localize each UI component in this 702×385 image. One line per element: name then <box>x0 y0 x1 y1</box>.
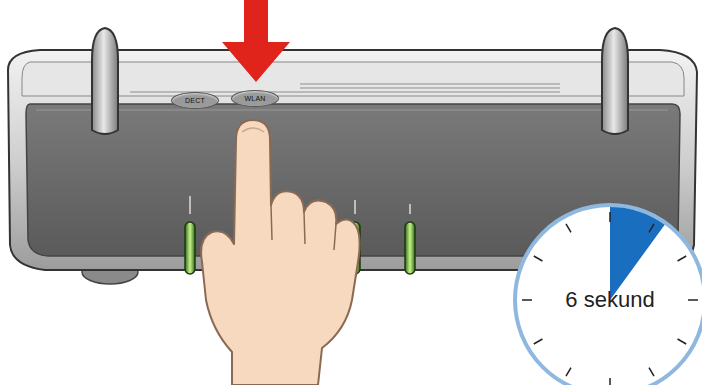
clock-tick <box>566 368 571 377</box>
clock-tick <box>609 212 611 222</box>
button-label: WLAN <box>244 95 265 102</box>
clock-tick <box>649 368 654 377</box>
clock-tick <box>522 299 532 301</box>
dect-button: DECT <box>171 92 219 109</box>
clock-tick <box>688 299 698 301</box>
clock-tick <box>534 339 543 344</box>
wlan-button: WLAN <box>231 90 279 107</box>
clock-tick <box>678 339 687 344</box>
clock-tick <box>609 378 611 385</box>
timer-label: 6 sekund <box>565 287 654 313</box>
timer-clock: 6 sekund <box>515 205 702 385</box>
clock-tick <box>649 224 654 233</box>
clock-tick <box>566 224 571 233</box>
clock-tick <box>678 256 687 261</box>
clock-tick <box>534 256 543 261</box>
button-label: DECT <box>185 97 205 104</box>
